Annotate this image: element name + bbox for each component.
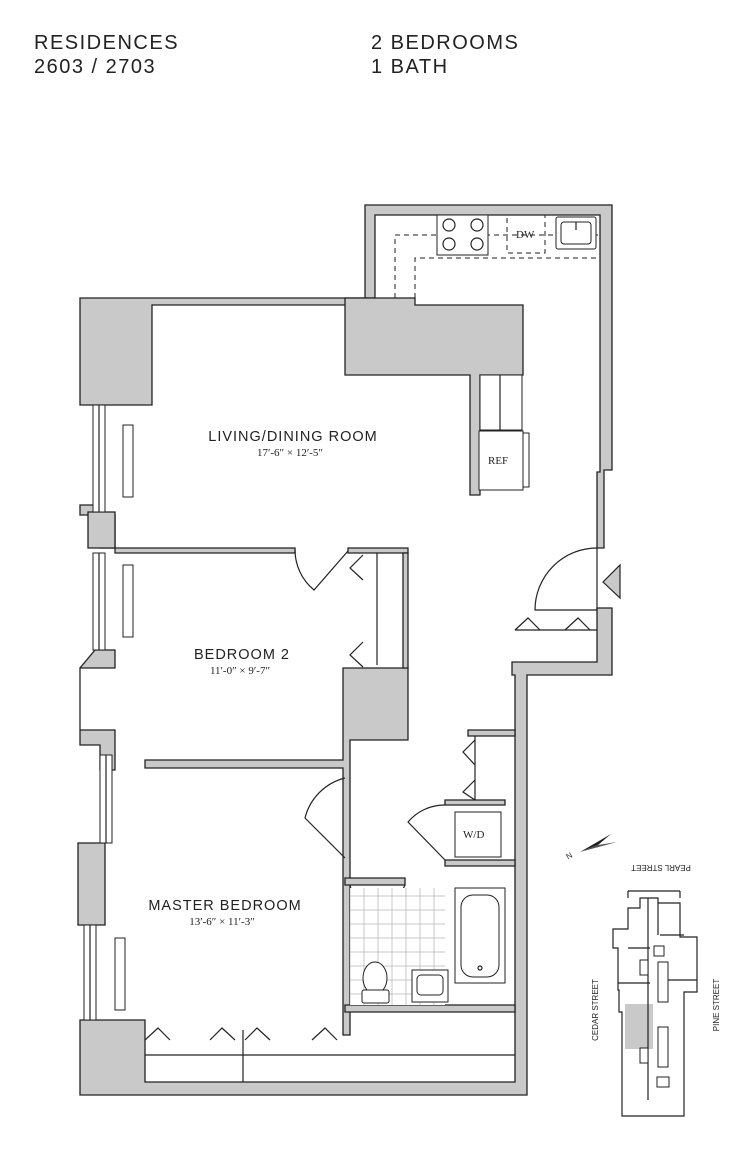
living-room-label: LIVING/DINING ROOM: [208, 429, 377, 445]
stove-icon: [436, 214, 489, 256]
unit-numbers: 2603 / 2703: [34, 56, 157, 78]
exterior-walls: [77, 204, 613, 1096]
bath-sink-icon: [411, 969, 449, 1003]
residences-label: RESIDENCES: [34, 32, 180, 54]
sink-icon: [555, 216, 597, 250]
north-arrow-icon: N: [565, 834, 617, 861]
toilet-icon: [361, 961, 390, 1004]
closets: [144, 553, 597, 1082]
pearl-street-label: PEARL STREET: [631, 863, 691, 872]
entry-arrow-icon: [602, 563, 621, 600]
washer-dryer-label: W/D: [463, 829, 484, 841]
refrigerator: REF: [478, 430, 530, 491]
master-bedroom-dimensions: 13′-6″ × 11′-3″: [189, 916, 255, 928]
unit-location-highlight: [625, 1004, 653, 1049]
bathroom: [350, 887, 506, 1005]
unit-summary: 2 BEDROOMS 1 BATH: [371, 31, 519, 79]
kitchen: DW REF: [394, 214, 600, 491]
key-plan: N PEARL STREET CEDAR STREET PINE STREET: [565, 834, 721, 1117]
cedar-street-label: CEDAR STREET: [591, 979, 600, 1041]
bathtub-icon: [454, 887, 506, 984]
living-room-dimensions: 17′-6″ × 12′-5″: [257, 447, 323, 459]
dishwasher-label: DW: [516, 229, 535, 241]
bath-count: 1 BATH: [371, 56, 449, 78]
master-bedroom-label: MASTER BEDROOM: [148, 898, 301, 914]
washer-dryer: W/D: [454, 811, 502, 858]
bedroom-count: 2 BEDROOMS: [371, 32, 520, 54]
bedroom2-dimensions: 11′-0″ × 9′-7″: [210, 665, 270, 677]
windows: [83, 404, 134, 1021]
north-label: N: [565, 851, 575, 862]
pine-street-label: PINE STREET: [712, 979, 721, 1032]
residences-heading: RESIDENCES 2603 / 2703: [34, 31, 179, 79]
dishwasher: DW: [506, 214, 546, 254]
bedroom2-label: BEDROOM 2: [194, 647, 290, 663]
refrigerator-label: REF: [488, 455, 508, 467]
